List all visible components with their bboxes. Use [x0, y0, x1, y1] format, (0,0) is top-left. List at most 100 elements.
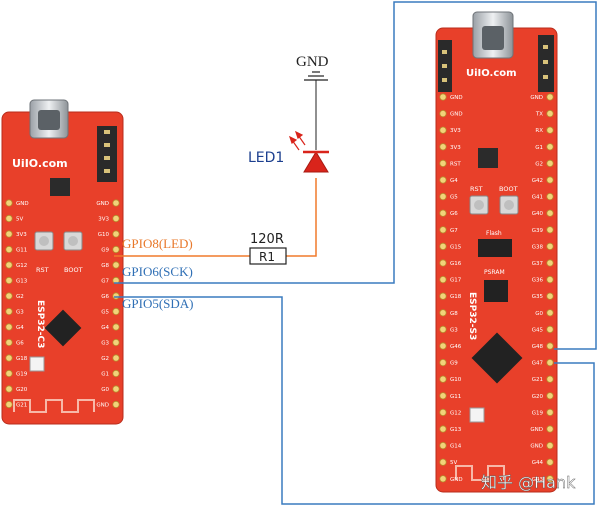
pin-label: G37 — [532, 261, 544, 267]
right-button-rst-cap — [474, 200, 484, 210]
resistor-symbol — [249, 247, 287, 265]
pin-pad — [439, 441, 447, 450]
pin-pad — [112, 199, 120, 207]
pin-label: G7 — [450, 228, 458, 234]
pin-label: G48 — [532, 344, 544, 350]
watermark: 知乎 @Hank — [481, 473, 576, 492]
pin-pad — [112, 261, 120, 269]
pin-label: G14 — [450, 444, 462, 450]
pin-pad — [546, 325, 554, 333]
pin-label: G35 — [532, 294, 544, 300]
pin-pad — [546, 342, 554, 350]
led-label: LED1 — [248, 150, 284, 166]
pin-pad — [439, 143, 447, 151]
pin-pad — [439, 193, 447, 201]
pin-pad — [439, 275, 447, 284]
pin-pad — [546, 441, 554, 450]
right-board-left-pins: GNDGND3V33V3RSTG4G5G6G7G15G16G17G18G8G3G… — [439, 93, 463, 483]
pin-label: G21 — [16, 403, 27, 409]
left-board-model: ESP32-C3 — [35, 300, 45, 348]
pin-pad — [546, 292, 554, 300]
pin-pad — [5, 385, 13, 393]
wire-resistor-to-led — [286, 178, 317, 257]
pin-pad — [439, 292, 447, 300]
pin-label: GND — [450, 95, 463, 101]
left-antenna-trace — [13, 399, 95, 413]
pin-label: 3V3 — [450, 145, 461, 151]
pin-label: G13 — [16, 279, 28, 285]
pin-label: 3V3 — [450, 128, 461, 134]
right-usb-port-opening — [482, 26, 504, 50]
pin-pad — [546, 358, 554, 367]
pin-pad — [5, 400, 13, 409]
pin-pad — [439, 375, 447, 383]
pin-label: G10 — [98, 232, 110, 238]
pin-label: GND — [530, 427, 543, 433]
pin-label: G41 — [532, 195, 543, 201]
pin-label: G16 — [450, 261, 462, 267]
right-psram-chip — [484, 280, 508, 302]
pin-label: G12 — [16, 263, 27, 269]
pin-label: G15 — [450, 244, 462, 250]
pin-label: G2 — [16, 294, 24, 300]
pin-pad — [546, 392, 554, 400]
pin-label: G6 — [450, 211, 458, 217]
pin-pad — [439, 93, 447, 101]
pin-pad — [5, 245, 13, 254]
left-header-pins — [104, 130, 110, 173]
pin-label: G38 — [532, 244, 544, 250]
pin-label: 5V — [450, 460, 457, 466]
pin-label: G6 — [101, 294, 109, 300]
pin-pad — [439, 209, 447, 217]
pin-label: G3 — [450, 327, 458, 333]
left-white-led — [29, 356, 45, 372]
pin-label: G6 — [16, 341, 24, 347]
pin-pad — [546, 259, 554, 267]
pin-pad — [5, 369, 13, 378]
pin-label: G4 — [450, 178, 458, 184]
pin-label: G0 — [535, 311, 543, 317]
left-rst-label: RST — [36, 266, 49, 274]
left-button-rst-cap — [39, 236, 49, 246]
pin-label: RX — [535, 128, 543, 134]
pin-label: G7 — [101, 279, 109, 285]
pin-label: G19 — [16, 372, 28, 378]
pin-label: GND — [450, 112, 463, 118]
pin-label: G9 — [101, 248, 109, 254]
right-board-esp32-s3: UiIO.com RST BOOT Flash PSRAM ESP32-S3 G… — [435, 11, 558, 493]
pin-pad — [112, 338, 120, 347]
pin-pad — [439, 309, 447, 317]
pin-label: G8 — [450, 311, 458, 317]
pin-label: G4 — [16, 325, 24, 331]
pin-label: G2 — [535, 161, 543, 167]
pin-label: G45 — [532, 327, 544, 333]
pin-label: GND — [96, 201, 109, 207]
pin-pad — [112, 230, 120, 238]
gnd-symbol — [304, 71, 328, 81]
pin-label: G1 — [101, 372, 109, 378]
pin-pad — [5, 292, 13, 300]
pin-pad — [546, 226, 554, 234]
pin-pad — [112, 292, 120, 300]
pin-pad — [5, 230, 13, 238]
pin-pad — [5, 338, 13, 347]
pin-label: G4 — [101, 325, 109, 331]
pin-pad — [112, 323, 120, 331]
pin-pad — [439, 475, 447, 483]
pin-pad — [546, 209, 554, 217]
wire-gpio5-sda — [114, 296, 595, 505]
pin-label: G19 — [532, 410, 544, 416]
left-usb-port-opening — [38, 110, 60, 130]
pin-label: G18 — [450, 294, 462, 300]
pin-pad — [546, 475, 554, 483]
pin-pad — [112, 369, 120, 378]
pin-pad — [439, 458, 447, 466]
pin-pad — [546, 425, 554, 433]
gpio5-label: GPIO5(SDA) — [122, 296, 194, 311]
pin-label: G36 — [532, 278, 544, 284]
pin-label: GND — [96, 403, 109, 409]
right-header-pins — [442, 45, 548, 82]
pin-label: G18 — [16, 356, 28, 362]
led-symbol — [288, 130, 329, 173]
